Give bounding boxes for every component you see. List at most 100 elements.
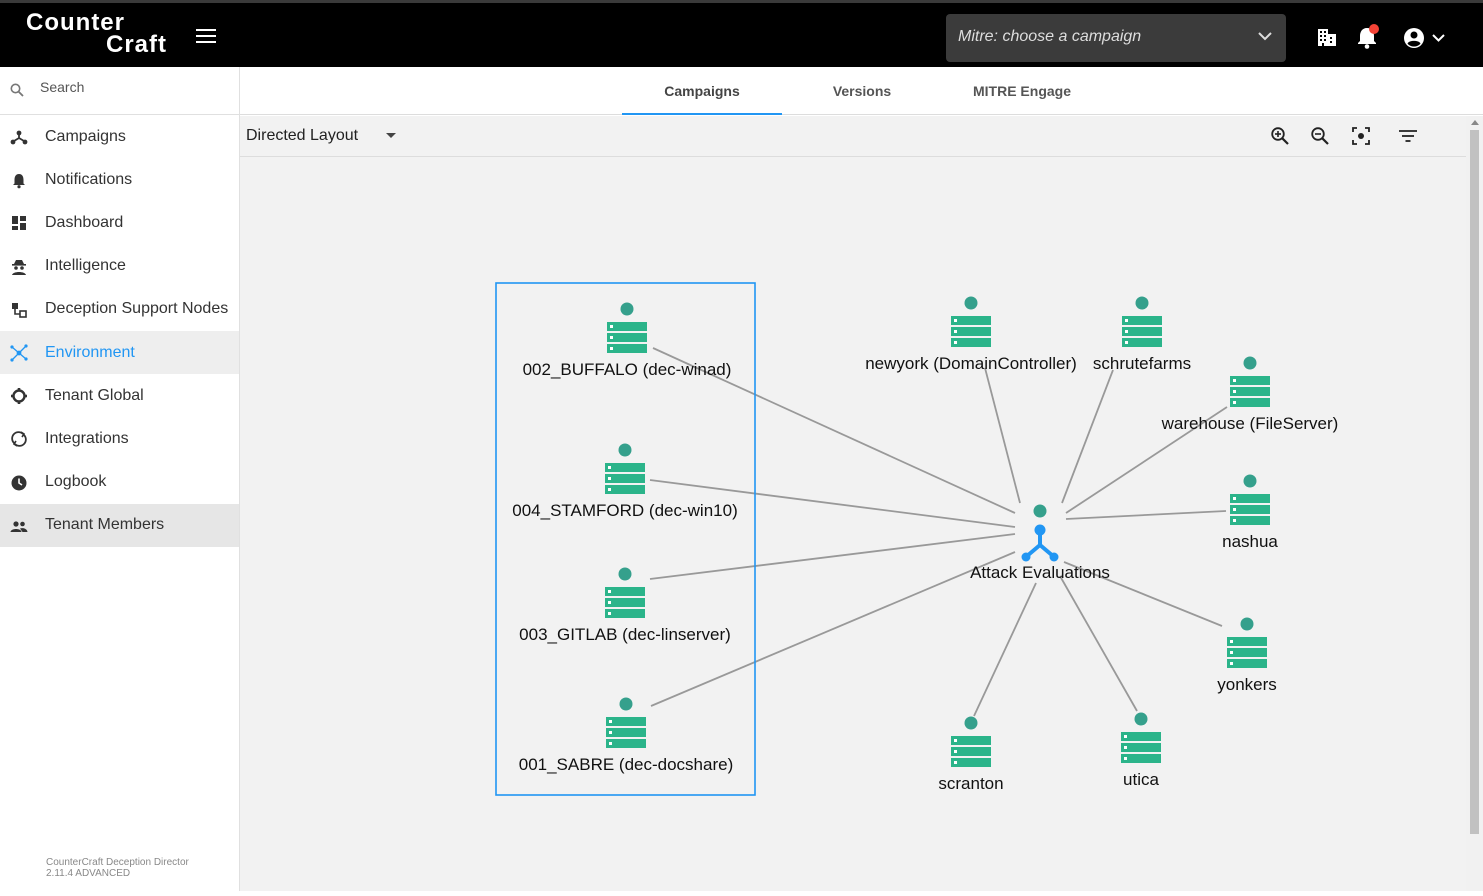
status-dot (1134, 712, 1148, 726)
account-icon[interactable] (1403, 27, 1425, 49)
campaign-node[interactable]: Attack Evaluations (970, 504, 1110, 583)
campaign-select[interactable]: Mitre: choose a campaign (946, 14, 1286, 62)
host-node-label: yonkers (1217, 675, 1277, 694)
graph-toolbar: Directed Layout (240, 116, 1466, 157)
host-node[interactable]: utica (1121, 712, 1161, 790)
environment-icon (10, 344, 28, 362)
campaign-icon (10, 130, 28, 145)
chevron-down-icon[interactable] (1432, 34, 1445, 43)
sidebar-item-tenant-global[interactable]: Tenant Global (0, 374, 239, 417)
dropdown-arrow-icon (386, 133, 396, 138)
bell-icon[interactable] (1356, 23, 1380, 49)
tab-versions[interactable]: Versions (832, 83, 892, 99)
graph-edge (1065, 406, 1228, 514)
server-icon (606, 717, 646, 748)
graph-edge (652, 347, 1016, 514)
building-icon[interactable] (1317, 27, 1337, 47)
search-input[interactable] (40, 79, 220, 95)
host-node-label: warehouse (FileServer) (1161, 414, 1339, 433)
selection-box (495, 282, 756, 796)
host-node-label: 003_GITLAB (dec-linserver) (519, 625, 731, 644)
status-dot (619, 697, 633, 711)
sidebar-item-dashboard[interactable]: Dashboard (0, 201, 239, 244)
host-node[interactable]: schrutefarms (1093, 296, 1191, 374)
server-icon (605, 587, 645, 618)
host-node[interactable]: newyork (DomainController) (865, 296, 1077, 374)
graph-edge (649, 479, 1016, 528)
host-node-label: utica (1123, 770, 1159, 789)
server-icon (1121, 732, 1161, 763)
status-dot (1033, 504, 1047, 518)
host-node-label: 002_BUFFALO (dec-winad) (523, 360, 732, 379)
status-dot (964, 716, 978, 730)
sidebar-item-tenant-members[interactable]: Tenant Members (0, 503, 239, 547)
sidebar-item-campaigns[interactable]: Campaigns (0, 115, 239, 158)
campaign-node-label: Attack Evaluations (970, 563, 1110, 582)
vertical-scrollbar[interactable] (1466, 116, 1483, 891)
graph-edges (649, 347, 1228, 717)
status-dot (1243, 356, 1257, 370)
host-node-label: schrutefarms (1093, 354, 1191, 373)
menu-icon[interactable] (196, 29, 216, 45)
sidebar-item-label: Tenant Global (45, 386, 144, 404)
host-node-label: nashua (1222, 532, 1278, 551)
host-node[interactable]: 003_GITLAB (dec-linserver) (519, 567, 731, 645)
sidebar-item-environment[interactable]: Environment (0, 330, 239, 375)
graph-canvas[interactable]: 002_BUFFALO (dec-winad) 004_STAMFORD (dec… (240, 157, 1466, 891)
tab-campaigns[interactable]: Campaigns (622, 67, 782, 115)
scrollbar-thumb[interactable] (1470, 130, 1479, 834)
logo[interactable]: Counter Craft (26, 11, 167, 57)
host-node[interactable]: nashua (1222, 474, 1278, 552)
host-node-label: 004_STAMFORD (dec-win10) (512, 501, 737, 520)
graph-nodes: 002_BUFFALO (dec-winad) 004_STAMFORD (dec… (512, 296, 1339, 794)
campaign-icon (1021, 524, 1059, 562)
layout-select-value: Directed Layout (246, 127, 359, 144)
host-node[interactable]: warehouse (FileServer) (1161, 356, 1339, 434)
status-dot (618, 567, 632, 581)
top-bar: Counter Craft Mitre: choose a campaign (0, 0, 1483, 67)
layout-select[interactable]: Directed Layout (246, 127, 396, 145)
network-graph[interactable]: 002_BUFFALO (dec-winad) 004_STAMFORD (dec… (240, 157, 1466, 891)
sidebar-item-label: Tenant Members (45, 516, 165, 534)
host-node-label: 001_SABRE (dec-docshare) (519, 755, 734, 774)
sidebar-item-deception-support-nodes[interactable]: Deception Support Nodes (0, 288, 239, 331)
scroll-up-arrow[interactable] (1471, 120, 1479, 125)
version-product: CounterCraft Deception Director (46, 857, 189, 868)
host-node[interactable]: 001_SABRE (dec-docshare) (519, 697, 734, 775)
sidebar-item-notifications[interactable]: Notifications (0, 158, 239, 201)
tab-bar: Campaigns Versions MITRE Engage (240, 67, 1483, 115)
status-dot (1135, 296, 1149, 310)
graph-edge (650, 551, 1016, 707)
version-info: CounterCraft Deception Director 2.11.4 A… (46, 857, 189, 879)
tab-mitre-engage[interactable]: MITRE Engage (972, 83, 1071, 99)
sidebar-item-label: Intelligence (45, 257, 126, 275)
host-node[interactable]: 002_BUFFALO (dec-winad) (523, 302, 732, 380)
sidebar-item-label: Dashboard (45, 213, 124, 231)
sidebar-item-integrations[interactable]: Integrations (0, 417, 239, 460)
campaign-select-placeholder: Mitre: choose a campaign (958, 28, 1142, 45)
spy-icon (12, 259, 26, 275)
server-icon (1122, 316, 1162, 347)
sidebar-item-label: Deception Support Nodes (45, 300, 229, 318)
graph-edge (1065, 510, 1227, 520)
sidebar-item-label: Integrations (45, 429, 129, 447)
bell-icon (13, 174, 25, 189)
zoom-in-icon[interactable] (1270, 126, 1290, 146)
status-dot (1243, 474, 1257, 488)
sidebar-search (0, 67, 239, 115)
status-dot (1240, 617, 1254, 631)
center-focus-icon[interactable] (1351, 126, 1371, 146)
sidebar-item-logbook[interactable]: Logbook (0, 461, 239, 504)
host-node-label: scranton (938, 774, 1003, 793)
server-icon (951, 736, 991, 767)
host-node[interactable]: scranton (938, 716, 1004, 794)
host-node[interactable]: yonkers (1217, 617, 1277, 695)
people-icon (10, 521, 28, 532)
zoom-out-icon[interactable] (1310, 126, 1330, 146)
sidebar-item-intelligence[interactable]: Intelligence (0, 245, 239, 288)
host-node[interactable]: 004_STAMFORD (dec-win10) (512, 443, 738, 521)
filter-icon[interactable] (1398, 126, 1418, 146)
server-icon (1230, 494, 1270, 525)
status-dot (620, 302, 634, 316)
sidebar-item-label: Campaigns (45, 127, 126, 145)
